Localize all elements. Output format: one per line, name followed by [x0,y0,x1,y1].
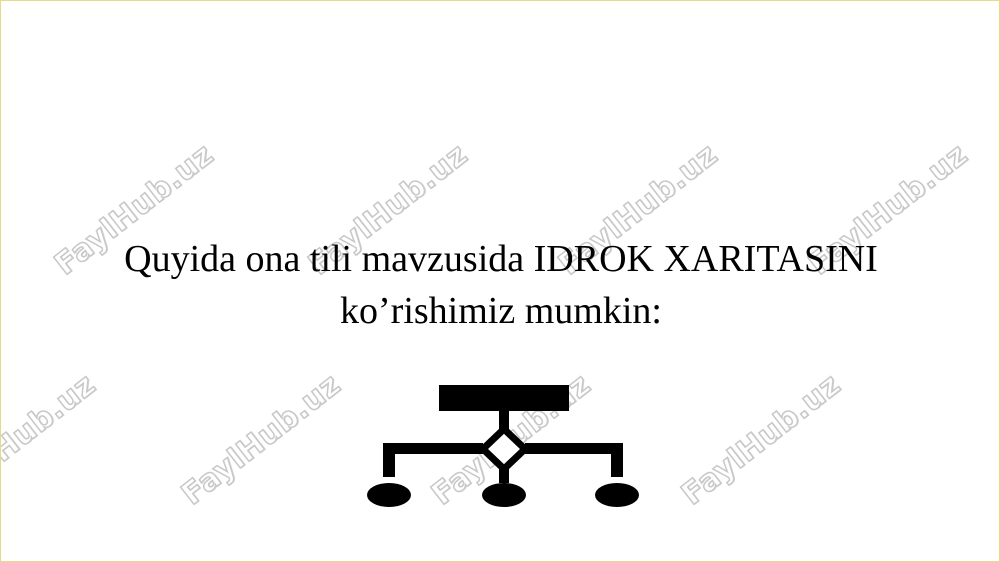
watermark-text: FaylHub.uz [674,366,848,513]
diagram-leaf-middle [482,483,526,507]
diagram-top-box [439,385,569,411]
watermark-text: FaylHub.uz [0,366,103,513]
diagram-branch-left [383,443,483,454]
diagram-leaf-left [367,483,411,507]
diagram-branch-right [525,443,623,454]
slide-text: Quyida ona tili mavzusida IDROK XARITASI… [1,233,999,337]
diagram-leg-right [611,443,623,477]
diagram-stem [499,411,509,431]
diagram-diamond [477,424,531,474]
slide-text-line-1: Quyida ona tili mavzusida IDROK XARITASI… [124,238,878,280]
diagram-leg-left [383,443,395,477]
slide-text-line-2: ko’rishimiz mumkin: [340,290,662,332]
diagram-leaf-right [595,483,639,507]
watermark-text: FaylHub.uz [174,366,348,513]
diagram-leg-middle [499,469,509,483]
hierarchy-diagram-icon [367,385,639,507]
